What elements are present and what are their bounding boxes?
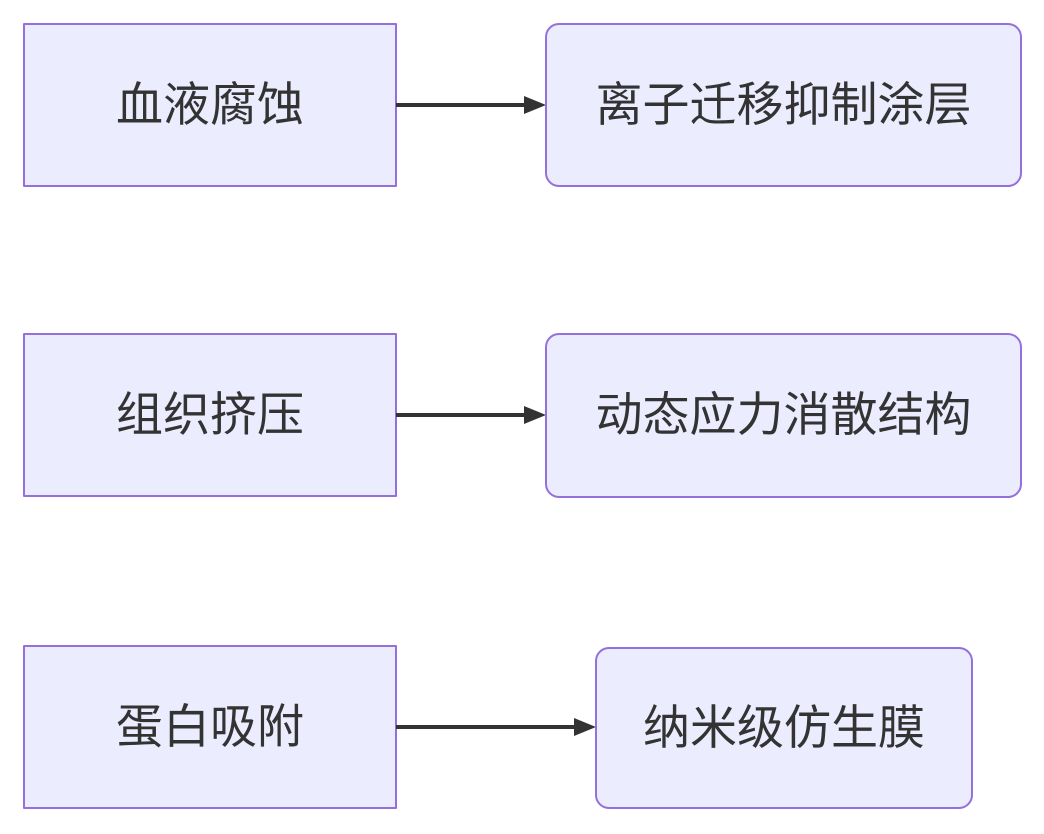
flow-arrow-row3 — [396, 717, 596, 737]
node-ion-migration-inhibition-coating: 离子迁移抑制涂层 — [545, 23, 1022, 187]
node-tissue-compression: 组织挤压 — [23, 333, 397, 497]
node-label: 纳米级仿生膜 — [643, 700, 925, 754]
arrow-line — [396, 413, 524, 417]
arrowhead-icon — [574, 718, 596, 736]
arrowhead-icon — [524, 406, 546, 424]
node-nanoscale-biomimetic-membrane: 纳米级仿生膜 — [595, 647, 973, 809]
arrowhead-icon — [524, 96, 546, 114]
arrow-line — [396, 103, 524, 107]
node-label: 蛋白吸附 — [116, 699, 304, 753]
arrow-line — [396, 725, 574, 729]
node-dynamic-stress-dissipation-structure: 动态应力消散结构 — [545, 333, 1022, 498]
node-protein-adsorption: 蛋白吸附 — [23, 645, 397, 809]
node-label: 组织挤压 — [116, 387, 304, 441]
flow-arrow-row2 — [396, 405, 546, 425]
flow-arrow-row1 — [396, 95, 546, 115]
node-label: 离子迁移抑制涂层 — [595, 77, 972, 131]
node-blood-corrosion: 血液腐蚀 — [23, 23, 397, 187]
node-label: 动态应力消散结构 — [595, 388, 972, 442]
node-label: 血液腐蚀 — [116, 77, 304, 131]
